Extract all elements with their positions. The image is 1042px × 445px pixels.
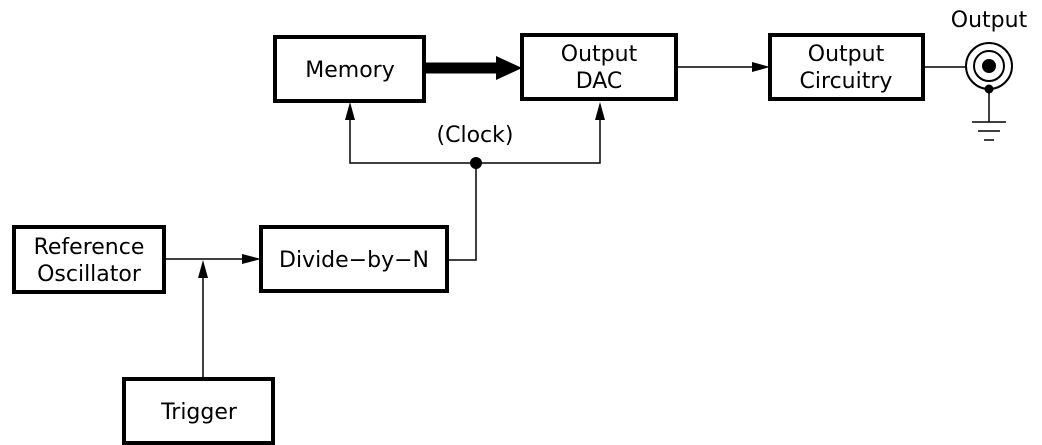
clock-label: (Clock) <box>437 123 514 148</box>
dac-to-circuitry-arrow <box>678 62 770 72</box>
output-dac-label-line1: Output <box>561 42 638 67</box>
output-circuitry-block: Output Circuitry <box>768 33 925 101</box>
output-dac-block: Output DAC <box>520 33 678 101</box>
ground-icon <box>972 84 1006 141</box>
output-connector-label: Output <box>951 8 1028 33</box>
reference-oscillator-block: Reference Oscillator <box>12 225 166 294</box>
reference-oscillator-label-line2: Oscillator <box>37 262 142 287</box>
divide-by-n-block: Divide−by−N <box>259 225 449 293</box>
output-circuitry-label-line1: Output <box>808 42 885 67</box>
bnc-connector-icon <box>965 42 1013 90</box>
trigger-to-gate-arrow <box>198 260 208 377</box>
oscillator-to-divider-arrow <box>166 254 261 264</box>
reference-oscillator-label-line1: Reference <box>34 235 145 260</box>
memory-to-dac-bus-arrow <box>426 56 522 80</box>
memory-label: Memory <box>305 58 394 83</box>
trigger-block: Trigger <box>122 377 275 445</box>
output-dac-label-line2: DAC <box>576 69 623 94</box>
output-circuitry-label-line2: Circuitry <box>800 69 893 94</box>
divider-to-clock-wire <box>449 163 477 261</box>
divide-by-n-label: Divide−by−N <box>279 248 429 273</box>
memory-block: Memory <box>273 35 426 103</box>
trigger-label: Trigger <box>160 400 238 425</box>
clock-bus <box>345 102 605 169</box>
